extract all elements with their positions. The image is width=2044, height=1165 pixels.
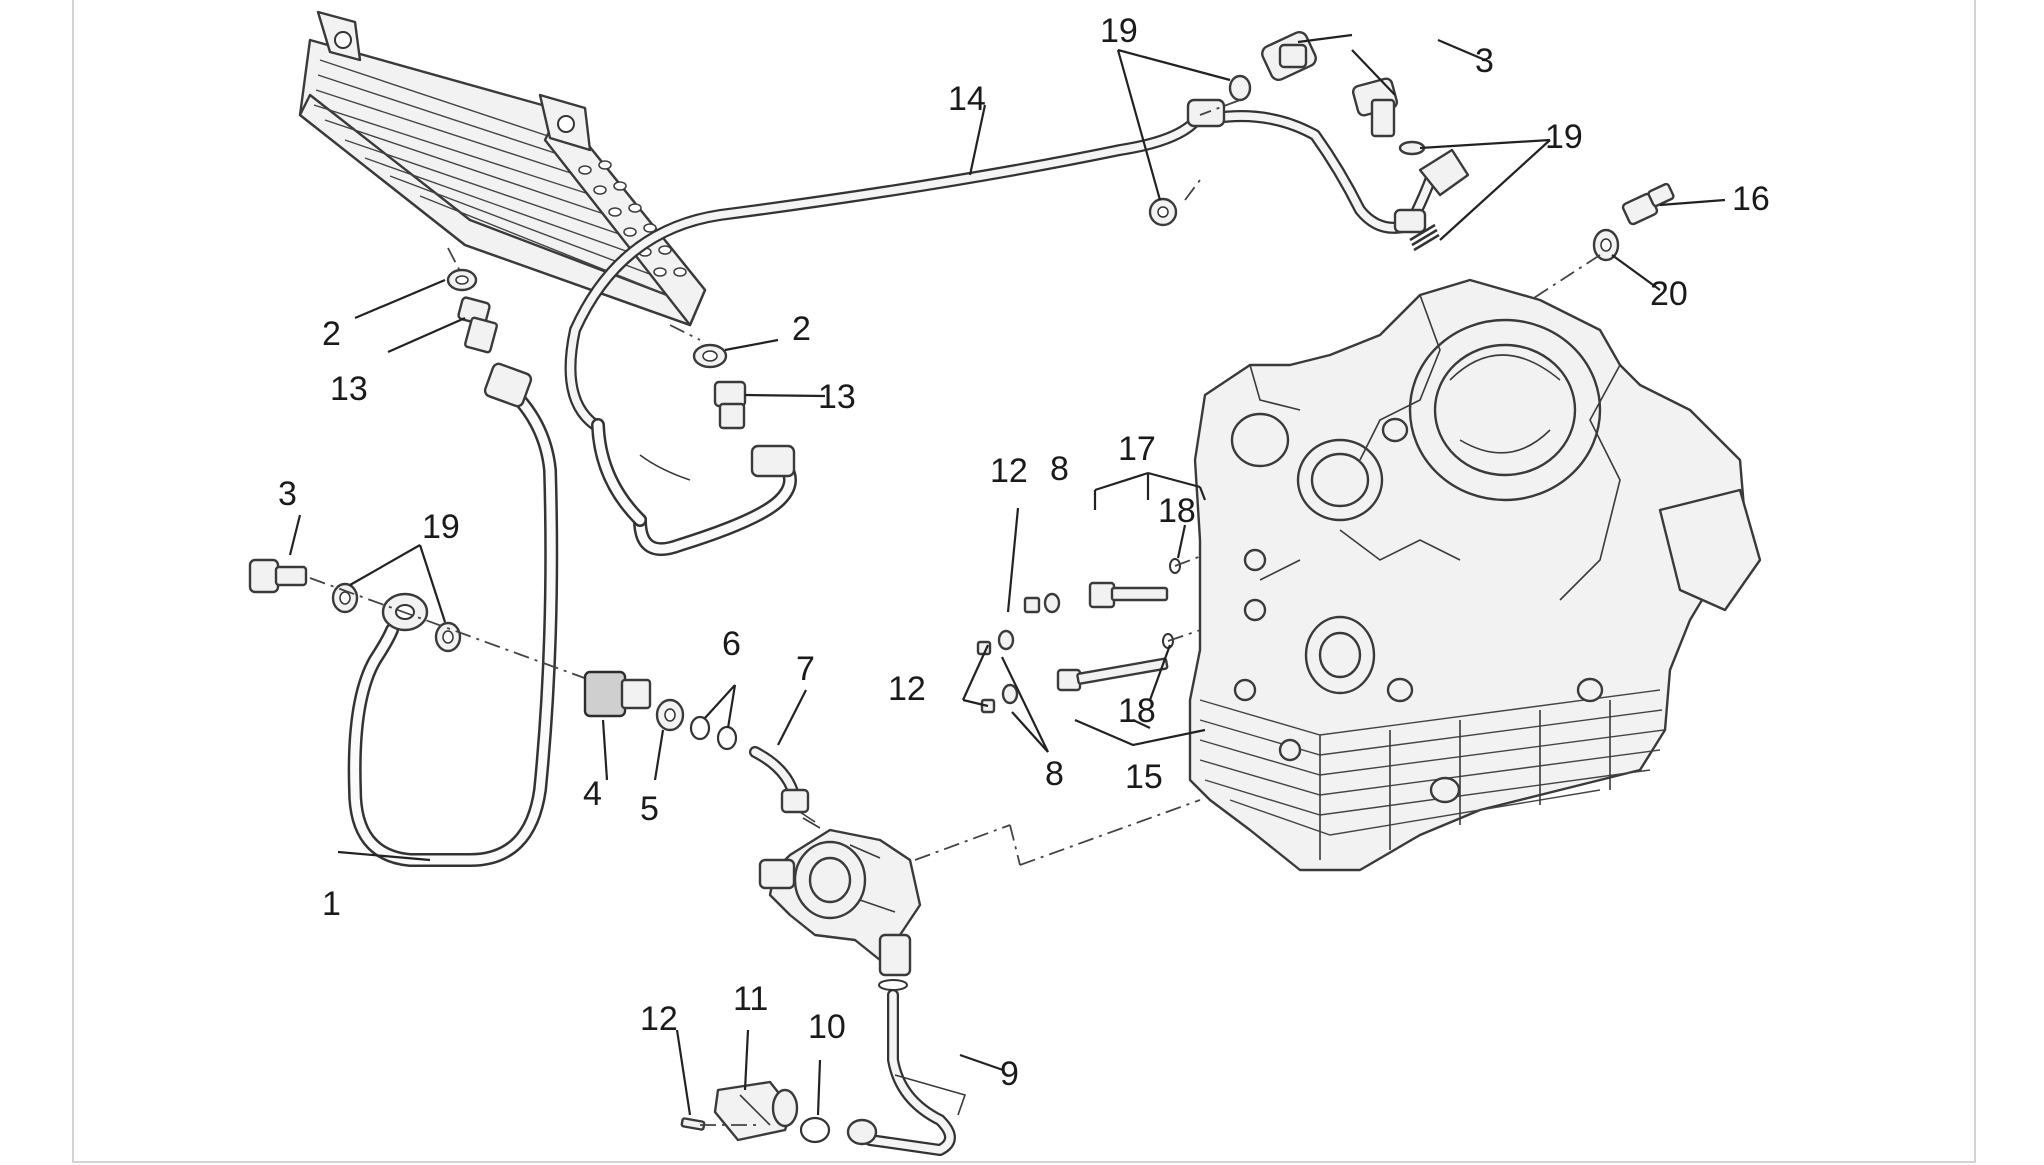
callout-5: 5 xyxy=(640,790,659,828)
callout-12-top: 12 xyxy=(990,452,1028,490)
callout-8-bottom: 8 xyxy=(1045,755,1064,793)
screws-12-middle xyxy=(976,629,1019,714)
callout-1: 1 xyxy=(322,885,341,923)
callout-18-bottom: 18 xyxy=(1118,692,1156,730)
oil-cooler xyxy=(298,10,707,327)
callout-7: 7 xyxy=(796,650,815,688)
callout-labels: 1 2 2 3 3 4 5 6 7 8 8 9 10 11 12 12 12 1… xyxy=(278,12,1770,1093)
callout-10: 10 xyxy=(808,1008,846,1046)
washer-19-left-b xyxy=(434,621,462,653)
washer-19-right-b xyxy=(1148,197,1178,227)
screw-12-top xyxy=(1023,592,1061,614)
callout-13-center: 13 xyxy=(818,378,856,416)
washer-20 xyxy=(1592,228,1620,262)
oil-pipe-14 xyxy=(564,98,1470,481)
callout-8-top: 8 xyxy=(1050,450,1069,488)
bolt-17 xyxy=(1088,558,1181,609)
washer-19-left-a xyxy=(331,582,359,614)
banjo-bolt-3-right-b xyxy=(1351,77,1399,138)
sensor-16 xyxy=(1621,182,1675,226)
fitting-13-left xyxy=(457,296,498,354)
callout-15: 15 xyxy=(1125,758,1163,796)
callout-11: 11 xyxy=(733,980,768,1018)
callout-2-left: 2 xyxy=(322,315,341,353)
callout-6: 6 xyxy=(722,625,741,663)
washer-2-left xyxy=(446,268,478,292)
callout-20: 20 xyxy=(1650,275,1688,313)
o-rings-6 xyxy=(689,715,738,751)
leader-lines xyxy=(288,33,1726,1116)
callout-19-top: 19 xyxy=(1100,12,1138,50)
callout-16: 16 xyxy=(1732,180,1770,218)
callout-9: 9 xyxy=(1000,1055,1019,1093)
engine-crankcase xyxy=(1188,278,1762,872)
banjo-bolt-3-right-a xyxy=(1261,30,1317,82)
callout-3-right: 3 xyxy=(1475,42,1494,80)
fitting-13-center xyxy=(713,380,747,430)
sensor-11 xyxy=(713,1080,799,1142)
callout-3-left: 3 xyxy=(278,475,297,513)
callout-13-left: 13 xyxy=(330,370,368,408)
callout-18-top: 18 xyxy=(1158,492,1196,530)
callout-14: 14 xyxy=(948,80,986,118)
callout-12-bottom: 12 xyxy=(640,1000,678,1038)
washer-19-right-a xyxy=(1228,74,1252,102)
callout-12-middle: 12 xyxy=(888,670,926,708)
callout-2-center: 2 xyxy=(792,310,811,348)
callout-4: 4 xyxy=(583,775,602,813)
hose-7 xyxy=(749,746,821,829)
washer-5 xyxy=(655,698,685,732)
screw-12-bottom xyxy=(680,1117,706,1131)
o-ring-10 xyxy=(799,1116,831,1144)
banjo-bolt-3-left xyxy=(248,558,308,594)
pipe-9 xyxy=(846,979,967,1156)
callout-19-right: 19 xyxy=(1545,118,1583,156)
adapter-4 xyxy=(583,670,652,718)
oil-pump-assembly xyxy=(758,799,1201,977)
washer-19-right-d xyxy=(1409,223,1440,252)
stud-15 xyxy=(1056,633,1174,692)
hose-to-fitting-13 xyxy=(591,418,797,556)
washer-2-center xyxy=(692,343,728,369)
callout-19-left: 19 xyxy=(422,508,460,546)
oil-hose-1 xyxy=(347,362,559,867)
callout-17: 17 xyxy=(1118,430,1156,468)
